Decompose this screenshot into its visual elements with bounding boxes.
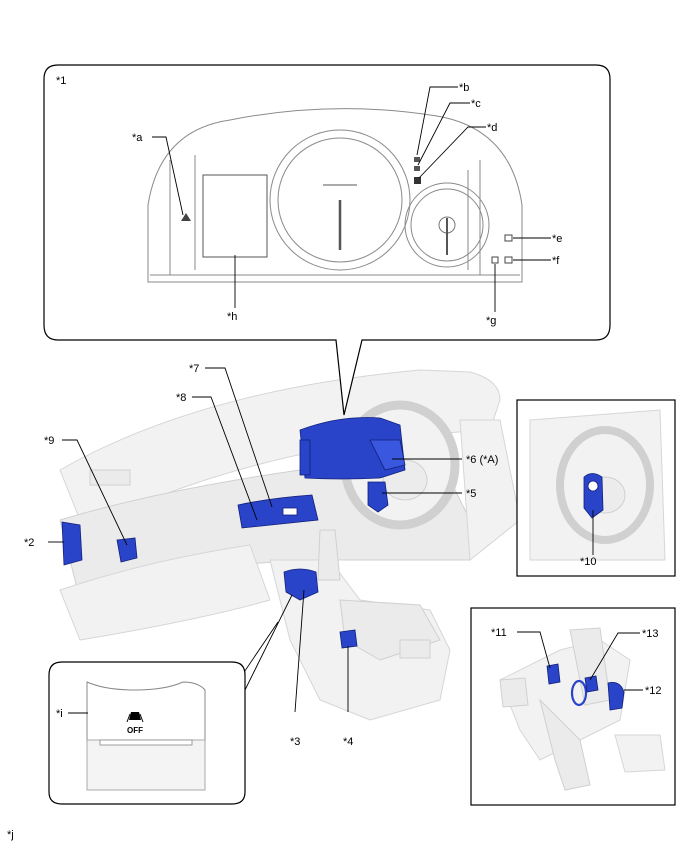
label-f: *f	[552, 255, 560, 267]
label-5: *5	[466, 488, 476, 500]
label-10: *10	[580, 556, 597, 568]
label-2: *2	[24, 537, 34, 549]
steering-inset	[516, 399, 676, 577]
label-4: *4	[343, 736, 353, 748]
label-j: *j	[7, 829, 14, 841]
indicator-g-icon	[491, 256, 499, 264]
callout-labels: *1 *a *b *c *d *e *f *g *h *7 *8 *9 *2 *…	[7, 75, 662, 841]
label-6: *6 (*A)	[466, 454, 498, 466]
component-5-highlight	[367, 481, 389, 513]
car-interior-drawing	[59, 369, 521, 721]
label-9: *9	[44, 435, 54, 447]
pedal-inset	[470, 607, 676, 806]
component-3-highlight	[283, 568, 319, 601]
navigation-receiver-highlight	[237, 494, 319, 529]
label-12: *12	[645, 685, 662, 697]
label-b: *b	[459, 82, 469, 94]
label-e: *e	[552, 233, 562, 245]
label-3: *3	[290, 736, 300, 748]
indicator-f-icon	[504, 256, 513, 264]
label-1: *1	[56, 75, 66, 87]
component-2-highlight	[61, 521, 83, 566]
label-i: *i	[56, 708, 63, 720]
indicator-d-icon	[414, 177, 421, 184]
off-switch-text: OFF	[127, 726, 143, 735]
indicator-b-icon	[414, 157, 420, 162]
main-leader-lines	[48, 367, 462, 713]
switch-inset: OFF	[48, 594, 293, 805]
label-h: *h	[227, 311, 237, 323]
label-7: *7	[189, 363, 199, 375]
meter-detail-callout	[43, 64, 611, 416]
component-4-highlight	[339, 629, 358, 649]
traction-off-icon	[129, 712, 141, 720]
combination-meter-highlight	[299, 417, 406, 480]
warning-indicator-icon	[181, 213, 191, 221]
label-g: *g	[486, 315, 496, 327]
label-a: *a	[132, 132, 143, 144]
label-d: *d	[487, 122, 497, 134]
label-8: *8	[176, 392, 186, 404]
label-c: *c	[471, 98, 481, 110]
label-13: *13	[642, 628, 659, 640]
indicator-e-icon	[504, 234, 513, 242]
label-11: *11	[491, 627, 507, 639]
indicator-c-icon	[414, 166, 420, 171]
component-9-highlight	[116, 537, 138, 563]
